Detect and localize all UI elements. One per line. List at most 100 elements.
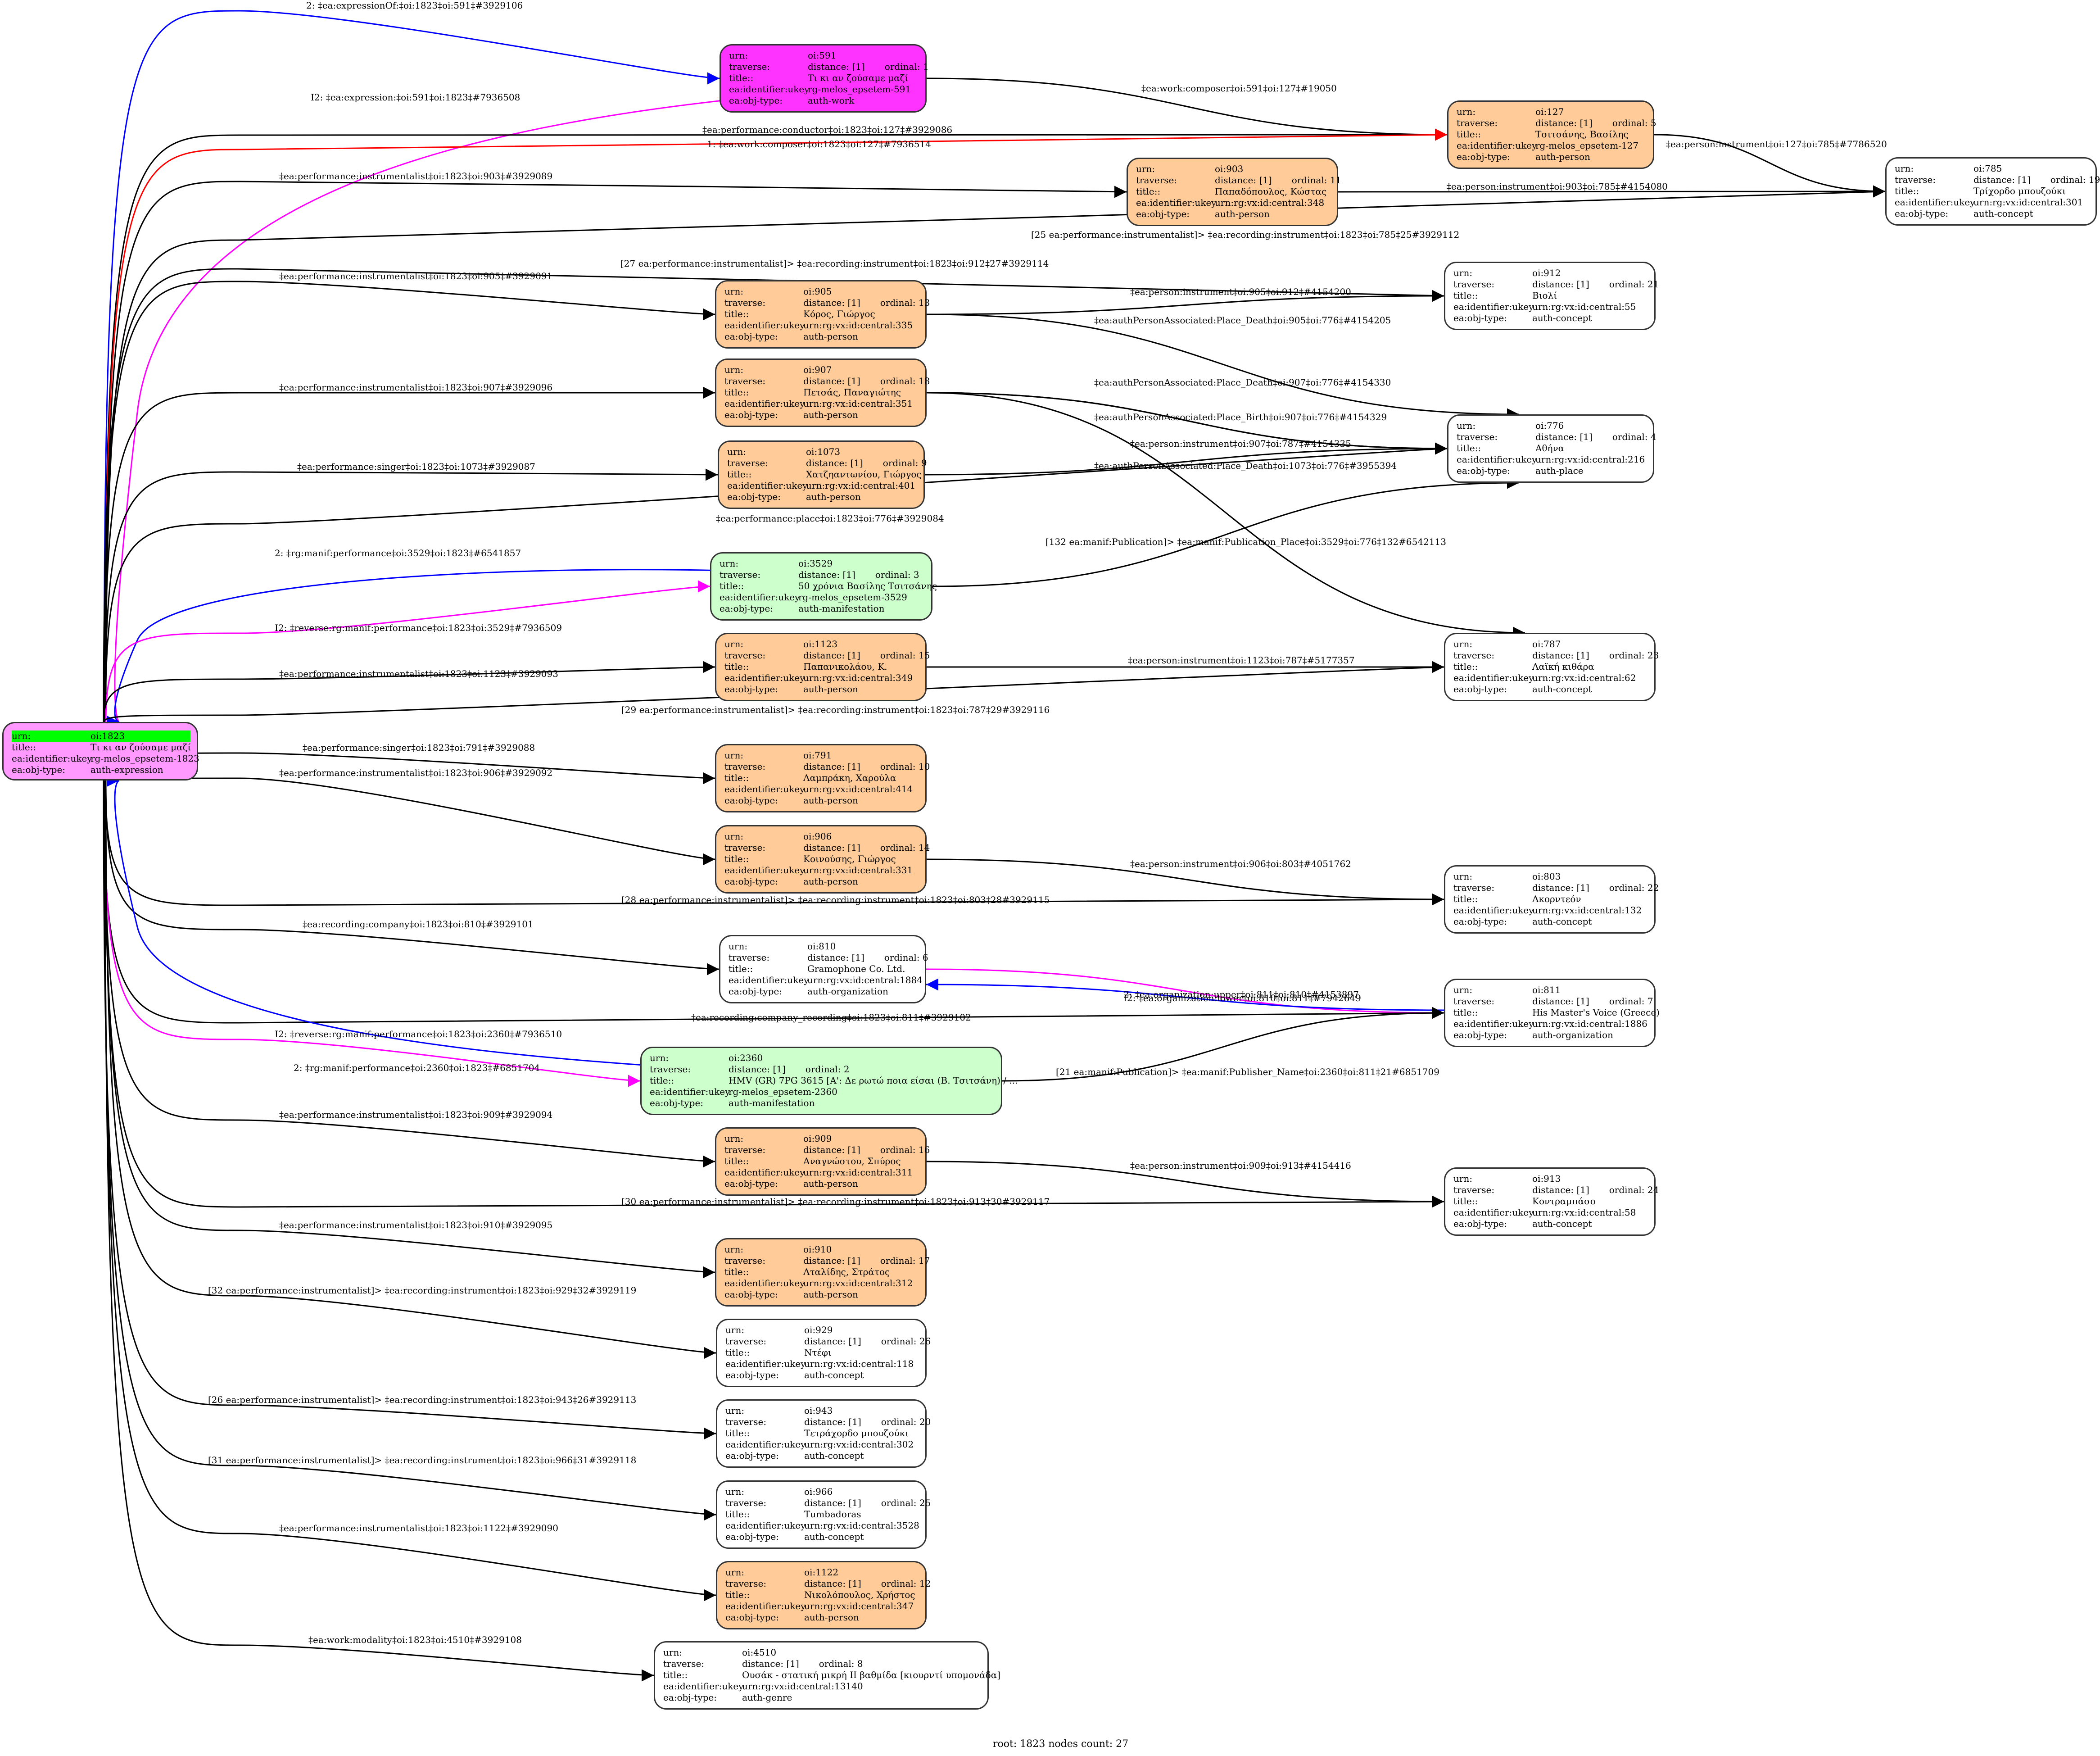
value-text: auth-person xyxy=(803,795,858,806)
value-text: ordinal: 15 xyxy=(880,650,930,661)
edge-906-to-803 xyxy=(926,858,1444,906)
field-value: Βιολί xyxy=(1532,290,1557,301)
edge-label: ‡ea:person:instrument‡oi:905‡oi:912‡#415… xyxy=(1130,286,1351,297)
value-text: ordinal: 4 xyxy=(1612,431,1656,442)
edge-1823-to-3529 xyxy=(105,580,711,722)
field-label: urn: xyxy=(725,1567,745,1578)
edge-1823-to-907 xyxy=(104,386,715,722)
node-field-urn: urn:oi:791 xyxy=(724,750,919,761)
value-text: urn:rg:vx:id:central:335 xyxy=(803,320,913,331)
value-text: ordinal: 22 xyxy=(1609,882,1659,893)
edge-label: ‡ea:authPersonAssociated:Place_Birth‡oi:… xyxy=(1094,412,1387,422)
edge-label: ‡ea:person:instrument‡oi:127‡oi:785‡#778… xyxy=(1666,139,1887,150)
value-text: Νικολόπουλος, Χρήστος xyxy=(804,1589,915,1600)
value-text: auth-person xyxy=(806,491,861,502)
edge-1823-to-1123 xyxy=(103,661,715,722)
field-label: traverse: xyxy=(725,1578,767,1589)
node-field-objtype: ea:obj-type:auth-organization xyxy=(1453,1030,1648,1041)
node-field-objtype: ea:obj-type:auth-organization xyxy=(729,986,919,997)
field-label: urn: xyxy=(1457,420,1476,431)
field-label: urn: xyxy=(729,50,748,61)
value-text: ordinal: 6 xyxy=(884,952,928,963)
field-label: urn: xyxy=(1136,163,1155,174)
value-text: distance: [1] xyxy=(798,569,855,580)
value-text: Αταλίδης, Στράτος xyxy=(803,1266,890,1277)
value-text: oi:910 xyxy=(803,1244,832,1255)
value-text: urn:rg:vx:id:central:312 xyxy=(803,1278,913,1289)
field-value: urn:rg:vx:id:central:348 xyxy=(1215,197,1324,209)
field-label: traverse: xyxy=(724,650,766,661)
edge-label: [132 ea:manif:Publication]> ‡ea:manif:Pu… xyxy=(1045,536,1446,547)
field-value: oi:909 xyxy=(803,1133,832,1144)
field-label: traverse: xyxy=(663,1658,705,1669)
edge-label: ‡ea:performance:instrumentalist‡oi:1823‡… xyxy=(279,668,558,679)
field-label: urn: xyxy=(1453,1173,1473,1184)
node-field-objtype: ea:obj-type:auth-person xyxy=(1136,209,1331,220)
node-field-urn: urn:oi:591 xyxy=(729,50,919,61)
value-text: urn:rg:vx:id:central:349 xyxy=(803,672,913,683)
value-text: auth-organization xyxy=(807,986,888,997)
field-value: distance: [1]ordinal: 22 xyxy=(1532,882,1659,894)
edge-label: [30 ea:performance:instrumentalist]> ‡ea… xyxy=(621,1196,1050,1207)
node-field-objtype: ea:obj-type:auth-genre xyxy=(663,1692,981,1703)
value-text: oi:943 xyxy=(804,1405,833,1416)
field-label: traverse: xyxy=(1457,118,1498,128)
field-label: ea:identifier:ukey xyxy=(1457,140,1537,151)
node-field-title: title::Χατζηαντωνίου, Γιώργος xyxy=(727,469,922,480)
node-field-traverse: traverse:distance: [1]ordinal: 15 xyxy=(724,650,930,661)
value-text: ordinal: 13 xyxy=(880,297,930,308)
field-label: urn: xyxy=(724,364,744,375)
field-label: ea:identifier:ukey xyxy=(724,672,805,683)
value-text: auth-concept xyxy=(1532,916,1592,927)
node-field-objtype: ea:obj-type:auth-work xyxy=(729,95,919,106)
value-text: auth-person xyxy=(1535,151,1590,162)
field-value: distance: [1]ordinal: 10 xyxy=(803,761,930,772)
edge-1823-to-127 xyxy=(104,128,1448,722)
field-label: ea:obj-type: xyxy=(724,684,778,694)
field-label: urn: xyxy=(724,639,744,649)
field-label: title:: xyxy=(1895,186,1919,196)
field-label: urn: xyxy=(1453,268,1473,278)
edge-905-to-912 xyxy=(926,290,1444,315)
node-field-title: title::Παπανικολάου, Κ. xyxy=(724,661,919,672)
value-text: ordinal: 11 xyxy=(1291,175,1342,186)
field-label: traverse: xyxy=(1457,431,1498,442)
node-field-traverse: traverse:distance: [1]ordinal: 24 xyxy=(1453,1184,1659,1196)
value-text: ordinal: 12 xyxy=(881,1578,931,1589)
field-value: auth-person xyxy=(803,1289,858,1300)
field-value: distance: [1]ordinal: 18 xyxy=(803,376,930,387)
edge-label: 2: ‡ea:expressionOf:‡oi:1823‡oi:591‡#392… xyxy=(306,0,523,11)
value-text: distance: [1] xyxy=(804,1416,861,1427)
field-label: title:: xyxy=(725,1428,750,1438)
node-field-title: title::Τετράχορδο μπουζούκι xyxy=(725,1428,919,1439)
node-field-title: title::Λαμπράκη, Χαρούλα xyxy=(724,772,919,784)
node-field-title: title::HMV (GR) 7PG 3615 [A': Δε ρωτώ πο… xyxy=(650,1075,1018,1086)
